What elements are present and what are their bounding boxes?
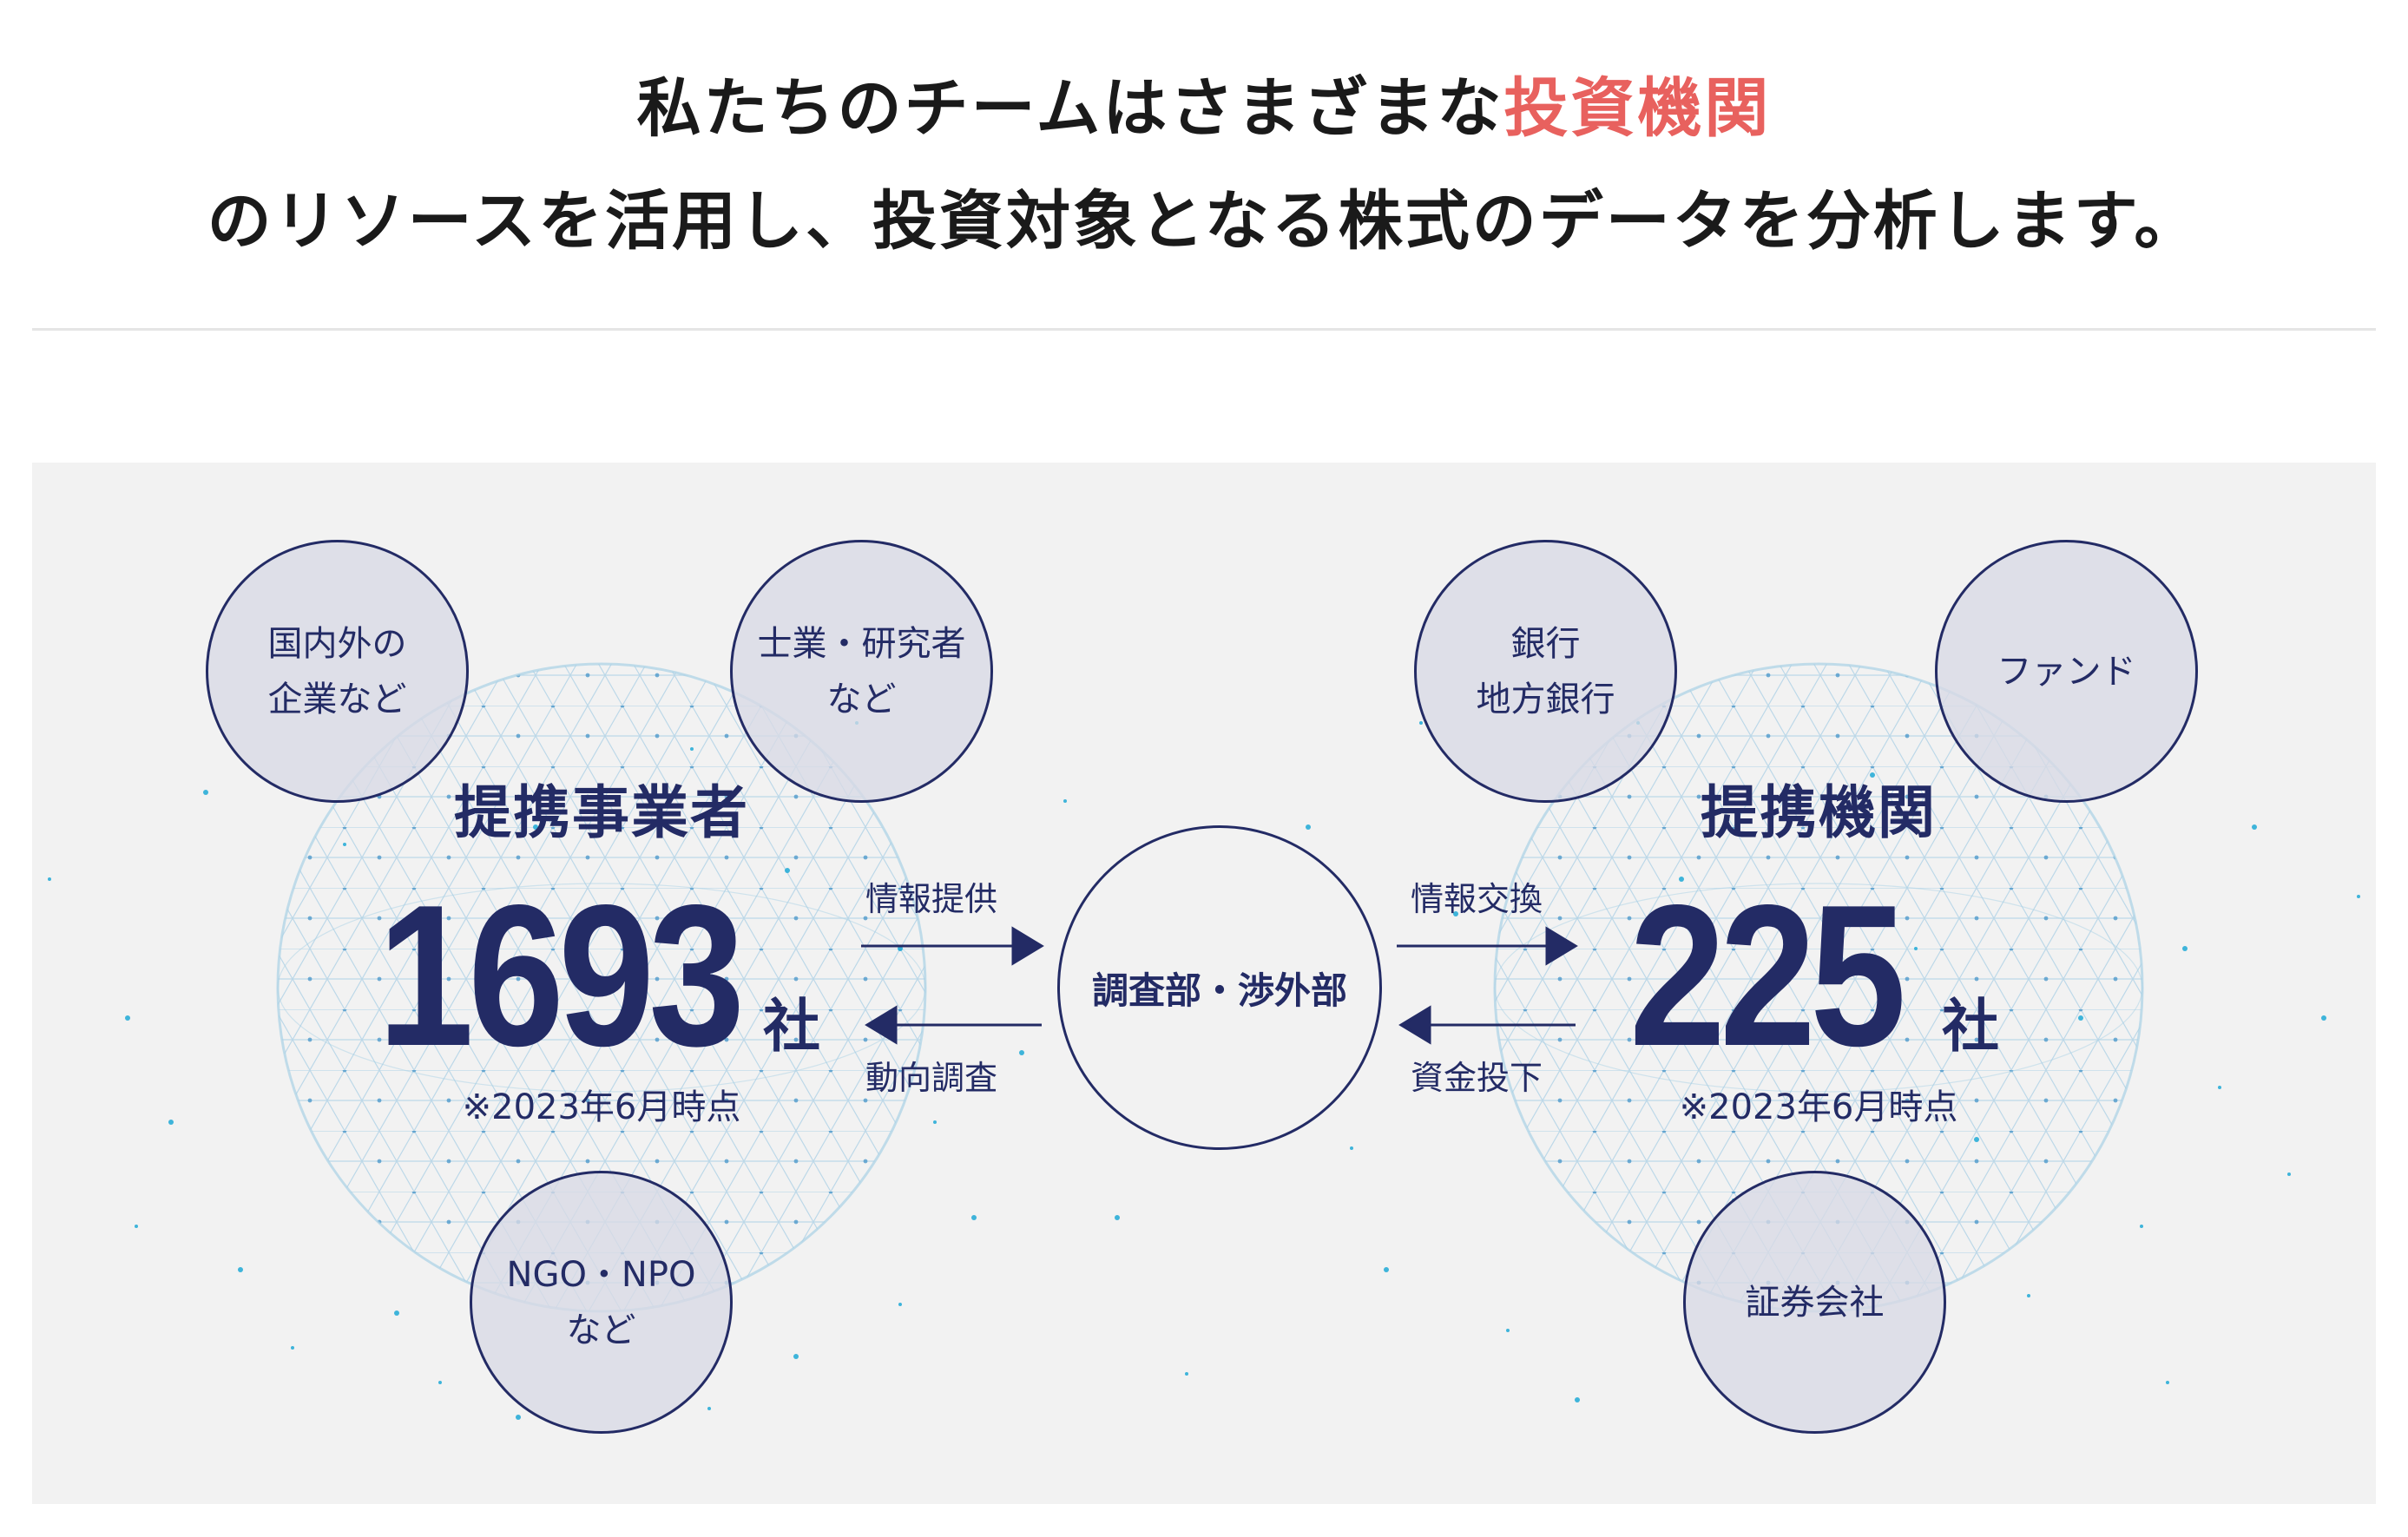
satellite-banks-regional-banks: 銀行地方銀行	[1414, 540, 1677, 803]
right-group-date-note: ※2023年6月時点	[1679, 1087, 1958, 1127]
satellite-label: ファンド	[1997, 651, 2136, 692]
left-group-title: 提携事業者	[454, 779, 749, 846]
satellite-label: など	[826, 679, 897, 719]
left-group-unit: 社	[763, 993, 820, 1060]
flow-arrows	[861, 926, 1578, 1045]
left-group-date-note: ※2023年6月時点	[462, 1087, 741, 1127]
particle-dots	[48, 721, 2360, 1420]
flow-label-info-provision: 情報提供	[865, 880, 998, 918]
right-group-unit: 社	[1942, 993, 1999, 1060]
satellite-funds: ファンド	[1935, 540, 2198, 803]
headline-line-1: 私たちのチームはさまざまな投資機関	[0, 52, 2408, 165]
right-group-count: 225	[1629, 864, 1906, 1088]
center-research-external-dept: 調査部・渉外部	[1057, 825, 1382, 1150]
satellite-label: など	[566, 1310, 636, 1350]
satellite-label: NGO・NPO	[506, 1254, 696, 1295]
satellite-domestic-foreign-companies: 国内外の企業など	[206, 540, 469, 803]
satellite-label: 地方銀行	[1476, 679, 1615, 719]
satellite-label: 証券会社	[1745, 1282, 1885, 1323]
flow-label-capital-investment: 資金投下	[1411, 1059, 1543, 1097]
headline-highlight: 投資機関	[1503, 71, 1772, 146]
section-divider	[32, 328, 2376, 331]
headline: 私たちのチームはさまざまな投資機関 のリソースを活用し、投資対象となる株式のデー…	[0, 52, 2408, 278]
satellite-label: 国内外の	[267, 623, 407, 664]
satellite-label: 企業など	[267, 679, 407, 719]
satellite-label: 士業・研究者	[757, 623, 966, 664]
left-group-count: 1693	[378, 864, 745, 1088]
right-group-title: 提携機関	[1701, 779, 1937, 846]
satellite-professionals-researchers: 士業・研究者など	[730, 540, 993, 803]
satellite-label: 銀行	[1510, 623, 1581, 664]
flow-label-trend-research: 動向調査	[865, 1059, 998, 1097]
headline-line-1-text: 私たちのチームはさまざまな	[636, 71, 1504, 146]
center-label: 調査部・渉外部	[1091, 969, 1347, 1012]
satellite-ngo-npo: NGO・NPO など	[470, 1171, 733, 1434]
satellite-securities-companies: 証券会社	[1683, 1171, 1946, 1434]
headline-line-2: のリソースを活用し、投資対象となる株式のデータを分析します。	[207, 184, 2201, 259]
flow-label-info-exchange: 情報交換	[1411, 880, 1543, 918]
